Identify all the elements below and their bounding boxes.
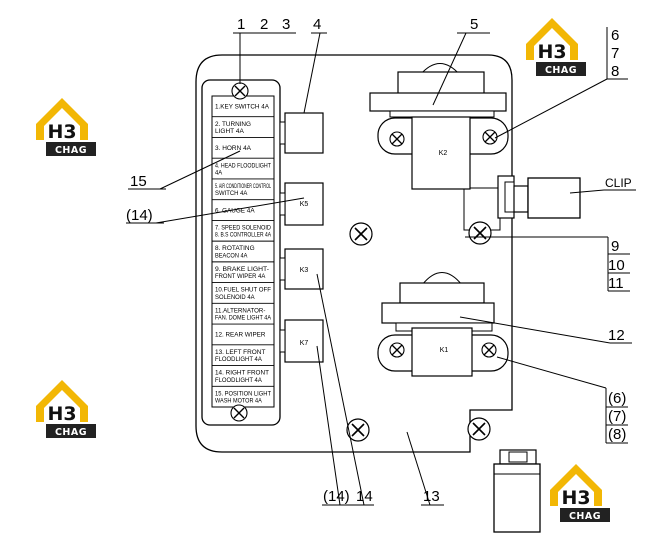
fuse-label: 3. HORN 4A	[215, 145, 252, 152]
fuse-label: FLOODLIGHT 4A	[215, 356, 263, 363]
callout-6: 6	[611, 27, 619, 44]
fuse-label: 12. REAR WIPER	[215, 332, 266, 339]
fuse-label: 14. RIGHT FRONT	[215, 370, 269, 377]
fuse-label: BEACON 4A	[215, 252, 248, 259]
callout-clip: CLIP	[605, 176, 632, 190]
fuse-label: 6. GAUGE 4A	[215, 207, 255, 214]
callout-8: 8	[611, 63, 619, 80]
fuse-label: 15. POSITION LIGHT	[215, 390, 271, 397]
logo-bottom-text: CHAG	[569, 511, 601, 522]
screw-icon	[389, 131, 405, 147]
h3-chag-logo: H3 CHAG	[36, 98, 96, 156]
h3-chag-logo: H3 CHAG	[526, 18, 586, 76]
callout-8-paren: (8)	[608, 426, 626, 443]
base-plate	[195, 54, 513, 453]
relay-k3-label: K3	[300, 267, 309, 274]
screw-icon	[481, 342, 497, 358]
callout-14-bottom: 14	[356, 488, 373, 505]
fuse-label: 2. TURNING	[215, 121, 251, 128]
callout-6-paren: (6)	[608, 390, 626, 407]
fuse-label: 13. LEFT FRONT	[215, 349, 266, 356]
fuse-label: 9. BRAKE LIGHT-	[215, 266, 269, 273]
fuse-label: 8. B.S CONTROLLER 4A	[215, 232, 272, 239]
logo-top-text: H3	[47, 121, 76, 143]
relay-k5-label: K5	[300, 201, 309, 208]
fuse-label: 8. ROTATING	[215, 245, 255, 252]
fuse-label: FAN. DOME LIGHT 4A	[215, 315, 272, 322]
h3-chag-logo: H3 CHAG	[550, 464, 610, 522]
screw-icon	[349, 222, 373, 246]
screw-icon	[467, 417, 491, 441]
screw-icon	[231, 82, 249, 100]
screw-icon	[482, 129, 498, 145]
relay-k7-label: K7	[300, 340, 309, 347]
fuse-label: SWITCH 4A	[215, 190, 248, 197]
callout-12: 12	[608, 327, 625, 344]
logo-top-text: H3	[47, 403, 76, 425]
screw-icon	[389, 342, 405, 358]
fuse-label: WASH MOTOR 4A	[215, 398, 262, 405]
fuse-label: FRONT WIPER 4A	[215, 273, 266, 280]
relay-k3: K3	[279, 248, 324, 290]
fuse-label: 7. SPEED SOLENOID	[215, 224, 271, 231]
callout-4: 4	[313, 16, 321, 33]
fuse-label: 4. HEAD FLOODLIGHT	[215, 162, 271, 169]
callout-15: 15	[130, 173, 147, 190]
fuse-label: FLOODLIGHT 4A	[215, 377, 263, 384]
fuse-label: LIGHT 4A	[215, 128, 245, 135]
relay-k2-label: K2	[439, 150, 448, 157]
relay-k1-label: K1	[440, 347, 449, 354]
logo-bottom-text: CHAG	[55, 427, 87, 438]
leader-lines	[126, 27, 636, 506]
relay-k7: K7	[279, 319, 324, 363]
screw-icon	[346, 418, 370, 442]
fuse-label: 4A	[215, 169, 223, 176]
clip-connector	[497, 175, 581, 219]
callout-10: 10	[608, 257, 625, 274]
relay-k2: K2	[369, 62, 509, 190]
screw-icon	[468, 221, 492, 245]
relay-k1: K1	[377, 271, 509, 377]
callout-14-paren-left: (14)	[126, 207, 153, 224]
callout-9: 9	[611, 238, 619, 255]
callout-labels: 1 2 3 4 5 6 7 8 15 (14) CLIP 9 10 11 12 …	[126, 16, 632, 505]
callout-7: 7	[611, 45, 619, 62]
callout-14-paren-bottom: (14)	[323, 488, 350, 505]
fuse-label: SOLENOID 4A	[215, 294, 255, 301]
fuse-label: 5. AIR CONDITIONER CONTROL	[215, 183, 271, 190]
relay-k5: K5	[279, 182, 324, 226]
logo-top-text: H3	[537, 41, 566, 63]
relay-small-top	[279, 112, 324, 154]
callout-11: 11	[608, 275, 624, 292]
logo-top-text: H3	[561, 487, 590, 509]
callout-2: 2	[260, 16, 268, 33]
fuse-label: 1.KEY SWITCH 4A	[215, 104, 270, 111]
bottom-connector	[493, 449, 541, 533]
callout-1: 1	[237, 16, 245, 33]
logo-bottom-text: CHAG	[545, 65, 577, 76]
screw-icon	[230, 404, 248, 422]
callout-7-paren: (7)	[608, 408, 626, 425]
fuse-label: 10.FUEL SHUT OFF	[215, 287, 271, 294]
logo-bottom-text: CHAG	[55, 145, 87, 156]
fuse-label: 11.ALTERNATOR-	[215, 307, 265, 314]
callout-3: 3	[282, 16, 290, 33]
h3-chag-logo: H3 CHAG	[36, 380, 96, 438]
callout-5: 5	[470, 16, 478, 33]
callout-13: 13	[423, 488, 440, 505]
